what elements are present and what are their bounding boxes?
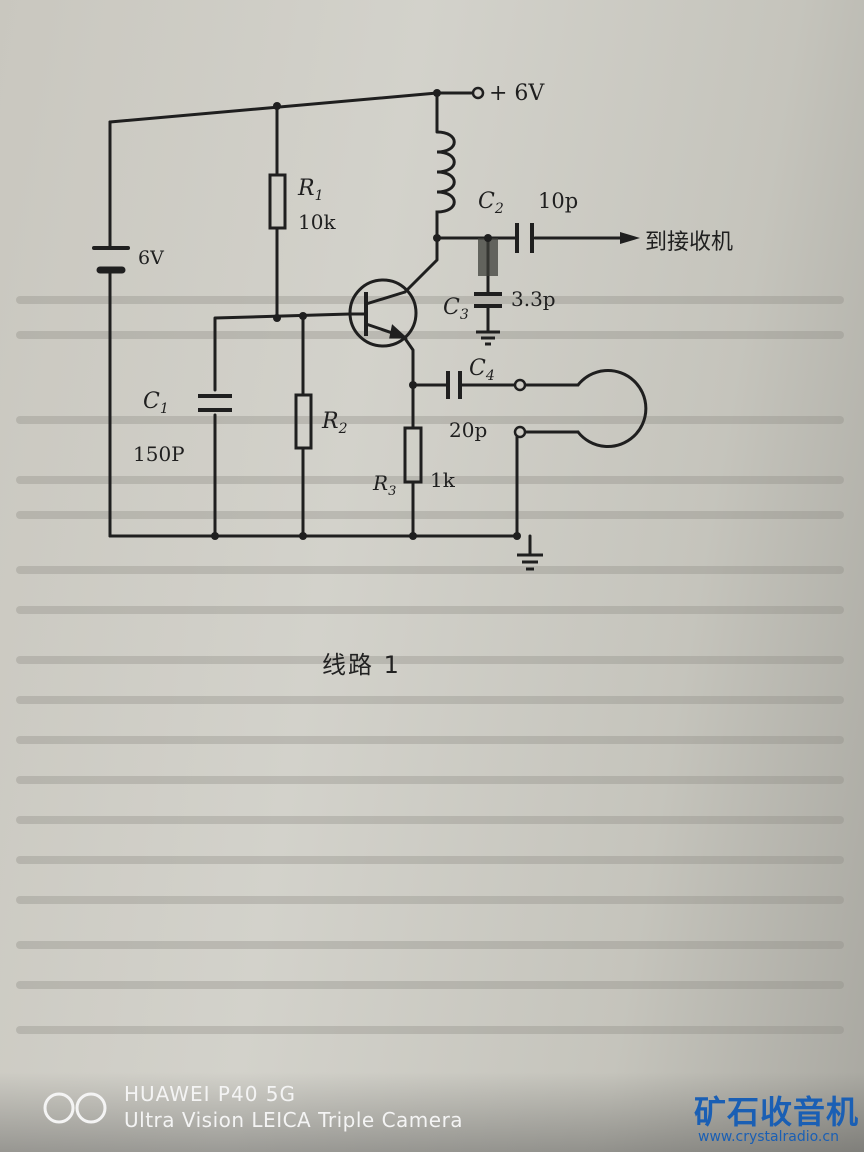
junction-dots	[211, 89, 521, 540]
r2-label: R2	[321, 409, 348, 437]
ground-symbol-c3	[476, 330, 500, 346]
supply-label: + 6V	[489, 81, 545, 106]
wire-top-rail	[108, 91, 474, 124]
camera-model: HUAWEI P40 5G	[124, 1082, 297, 1106]
c1-value: 150P	[133, 442, 185, 466]
output-arrow	[620, 232, 640, 244]
inductor-coil	[435, 130, 456, 222]
c4-value: 20p	[449, 418, 487, 442]
wire-collector	[403, 236, 439, 294]
c3-value: 3.3p	[511, 287, 556, 311]
c1-label: C1	[143, 389, 169, 417]
camera-rings-icon	[43, 1092, 107, 1124]
loop-antenna	[576, 369, 648, 448]
c2-value: 10p	[538, 189, 578, 213]
c3-label: C3	[443, 295, 469, 323]
camera-description: Ultra Vision LEICA Triple Camera	[124, 1108, 464, 1132]
battery-label: 6V	[138, 247, 164, 269]
figure-caption: 线路 1	[322, 651, 401, 679]
capacitor-c4	[446, 371, 462, 399]
resistor-r1	[268, 173, 287, 230]
transistor	[348, 278, 418, 348]
capacitor-c2	[515, 223, 534, 253]
wire-base-node	[213, 312, 352, 538]
capacitor-c3	[474, 292, 502, 308]
terminals	[471, 86, 527, 439]
resistor-r3	[403, 426, 423, 484]
r1-label: R1	[297, 176, 324, 204]
capacitor-c1	[198, 394, 232, 412]
c4-label: C4	[469, 356, 495, 384]
photo-watermark-bar	[0, 1072, 864, 1152]
resistor-r2	[294, 393, 313, 450]
site-logo-text: 矿石收音机	[694, 1093, 860, 1131]
r1-value: 10k	[298, 210, 336, 234]
site-url: www.crystalradio.cn	[698, 1129, 839, 1145]
r3-value: 1k	[430, 468, 456, 492]
wire-emitter	[402, 335, 522, 538]
marker-highlight	[478, 238, 498, 276]
wire-loop	[515, 383, 580, 538]
battery-symbol	[92, 246, 130, 274]
r3-label: R3	[372, 471, 396, 499]
ground-symbol-main	[517, 553, 543, 571]
c2-label: C2	[478, 189, 504, 217]
output-label: 到接收机	[645, 230, 733, 255]
